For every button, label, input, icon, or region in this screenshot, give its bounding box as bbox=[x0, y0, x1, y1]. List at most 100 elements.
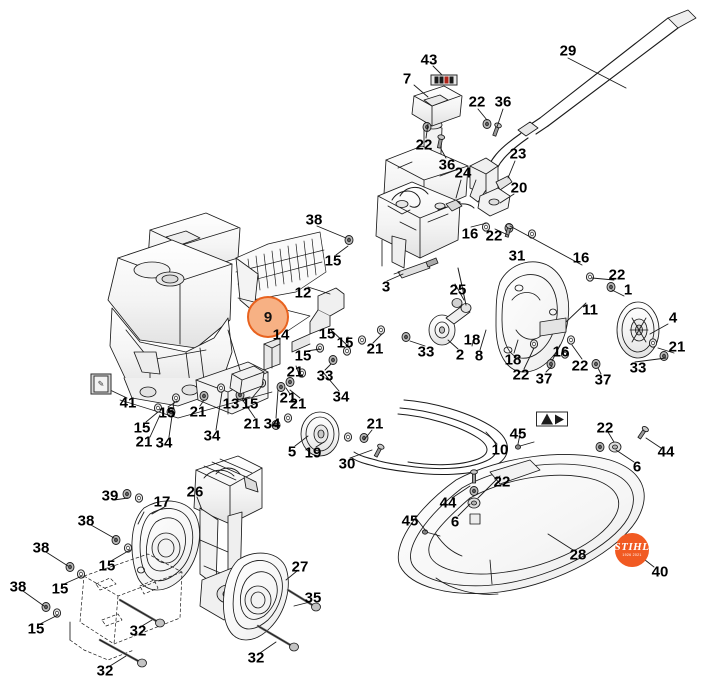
stihl-wordmark: STIHL bbox=[615, 541, 649, 554]
highlighted-part-number: 9 bbox=[263, 308, 273, 326]
callout-number-8[interactable]: 8 bbox=[474, 347, 484, 365]
callout-number-21[interactable]: 21 bbox=[366, 415, 384, 433]
callout-number-21[interactable]: 21 bbox=[289, 395, 307, 413]
callout-number-21[interactable]: 21 bbox=[366, 340, 384, 358]
callout-number-1[interactable]: 1 bbox=[623, 281, 633, 299]
hardware-items bbox=[41, 119, 669, 618]
callout-number-21[interactable]: 21 bbox=[243, 415, 261, 433]
callout-number-15[interactable]: 15 bbox=[133, 419, 151, 437]
callout-number-41[interactable]: 41 bbox=[119, 394, 137, 412]
callout-number-39[interactable]: 39 bbox=[101, 487, 119, 505]
callout-number-38[interactable]: 38 bbox=[9, 578, 27, 596]
callout-number-15[interactable]: 15 bbox=[158, 404, 176, 422]
callout-number-40[interactable]: 40 bbox=[651, 563, 669, 581]
callout-number-26[interactable]: 26 bbox=[186, 483, 204, 501]
bar-segment-red bbox=[444, 76, 449, 84]
warning-triangle-icon bbox=[540, 413, 553, 425]
transmission-upper bbox=[375, 85, 469, 269]
callout-number-34[interactable]: 34 bbox=[263, 415, 281, 433]
callout-number-22[interactable]: 22 bbox=[571, 357, 589, 375]
callout-number-16[interactable]: 16 bbox=[572, 249, 590, 267]
callout-number-2[interactable]: 2 bbox=[455, 346, 465, 364]
callout-number-21[interactable]: 21 bbox=[668, 338, 686, 356]
callout-number-38[interactable]: 38 bbox=[77, 512, 95, 530]
callout-number-14[interactable]: 14 bbox=[272, 326, 290, 344]
callout-number-22[interactable]: 22 bbox=[485, 227, 503, 245]
callout-number-3[interactable]: 3 bbox=[381, 278, 391, 296]
callout-number-20[interactable]: 20 bbox=[510, 179, 528, 197]
highlighted-part-9[interactable]: 9 bbox=[247, 296, 289, 338]
callout-number-29[interactable]: 29 bbox=[559, 42, 577, 60]
callout-number-16[interactable]: 16 bbox=[461, 225, 479, 243]
callout-number-18[interactable]: 18 bbox=[504, 351, 522, 369]
callout-number-15[interactable]: 15 bbox=[27, 620, 45, 638]
callout-number-23[interactable]: 23 bbox=[509, 145, 527, 163]
callout-number-19[interactable]: 19 bbox=[304, 444, 322, 462]
callout-number-15[interactable]: 15 bbox=[241, 395, 259, 413]
callout-number-21[interactable]: 21 bbox=[286, 363, 304, 381]
callout-number-22[interactable]: 22 bbox=[468, 93, 486, 111]
callout-number-12[interactable]: 12 bbox=[294, 284, 312, 302]
callout-number-15[interactable]: 15 bbox=[324, 252, 342, 270]
callout-number-13[interactable]: 13 bbox=[222, 395, 240, 413]
callout-number-38[interactable]: 38 bbox=[32, 539, 50, 557]
warning-label-42 bbox=[536, 411, 568, 427]
callout-number-10[interactable]: 10 bbox=[491, 441, 509, 459]
callout-number-24[interactable]: 24 bbox=[454, 164, 472, 182]
callout-number-45[interactable]: 45 bbox=[401, 512, 419, 530]
callout-number-35[interactable]: 35 bbox=[304, 589, 322, 607]
callout-number-32[interactable]: 32 bbox=[129, 622, 147, 640]
callout-number-37[interactable]: 37 bbox=[535, 370, 553, 388]
callout-number-33[interactable]: 33 bbox=[417, 343, 435, 361]
callout-number-15[interactable]: 15 bbox=[98, 557, 116, 575]
callout-number-31[interactable]: 31 bbox=[508, 247, 526, 265]
callout-number-6[interactable]: 6 bbox=[632, 458, 642, 476]
callout-number-44[interactable]: 44 bbox=[439, 494, 457, 512]
callout-number-4[interactable]: 4 bbox=[668, 309, 678, 327]
callout-number-22[interactable]: 22 bbox=[512, 366, 530, 384]
callout-number-22[interactable]: 22 bbox=[608, 266, 626, 284]
callout-number-15[interactable]: 15 bbox=[294, 347, 312, 365]
arrow-right-icon bbox=[554, 414, 564, 424]
callout-number-36[interactable]: 36 bbox=[438, 156, 456, 174]
callout-number-25[interactable]: 25 bbox=[449, 281, 467, 299]
callout-number-34[interactable]: 34 bbox=[155, 434, 173, 452]
callout-number-21[interactable]: 21 bbox=[279, 389, 297, 407]
callout-number-36[interactable]: 36 bbox=[494, 93, 512, 111]
callout-number-18[interactable]: 18 bbox=[463, 331, 481, 349]
engine-assembly bbox=[107, 212, 327, 419]
callout-number-15[interactable]: 15 bbox=[51, 580, 69, 598]
callout-number-30[interactable]: 30 bbox=[338, 455, 356, 473]
callout-number-43[interactable]: 43 bbox=[420, 51, 438, 69]
callout-number-21[interactable]: 21 bbox=[135, 433, 153, 451]
callout-number-22[interactable]: 22 bbox=[415, 136, 433, 154]
callout-number-15[interactable]: 15 bbox=[336, 334, 354, 352]
callout-number-38[interactable]: 38 bbox=[305, 211, 323, 229]
callout-number-16[interactable]: 16 bbox=[552, 343, 570, 361]
stihl-logo-badge[interactable]: STIHL 1926 2021 bbox=[615, 533, 649, 567]
bracket-12 bbox=[291, 287, 345, 353]
callout-number-15[interactable]: 15 bbox=[318, 325, 336, 343]
callout-number-27[interactable]: 27 bbox=[291, 558, 309, 576]
callout-number-33[interactable]: 33 bbox=[629, 359, 647, 377]
callout-number-33[interactable]: 33 bbox=[316, 367, 334, 385]
callout-number-44[interactable]: 44 bbox=[657, 443, 675, 461]
callout-number-22[interactable]: 22 bbox=[596, 419, 614, 437]
callout-number-37[interactable]: 37 bbox=[594, 371, 612, 389]
callout-number-17[interactable]: 17 bbox=[153, 493, 171, 511]
callout-number-32[interactable]: 32 bbox=[247, 649, 265, 667]
callout-number-7[interactable]: 7 bbox=[402, 70, 412, 88]
callout-number-5[interactable]: 5 bbox=[287, 443, 297, 461]
callout-number-34[interactable]: 34 bbox=[203, 427, 221, 445]
callout-number-28[interactable]: 28 bbox=[569, 546, 587, 564]
tine-guards-assembly bbox=[69, 455, 289, 661]
callout-number-45[interactable]: 45 bbox=[509, 425, 527, 443]
callout-number-34[interactable]: 34 bbox=[332, 388, 350, 406]
callout-number-22[interactable]: 22 bbox=[493, 473, 511, 491]
callout-number-11[interactable]: 11 bbox=[582, 301, 598, 319]
belt-10 bbox=[351, 399, 508, 475]
callout-number-32[interactable]: 32 bbox=[96, 662, 114, 680]
callout-number-21[interactable]: 21 bbox=[189, 403, 207, 421]
callout-number-6[interactable]: 6 bbox=[450, 513, 460, 531]
